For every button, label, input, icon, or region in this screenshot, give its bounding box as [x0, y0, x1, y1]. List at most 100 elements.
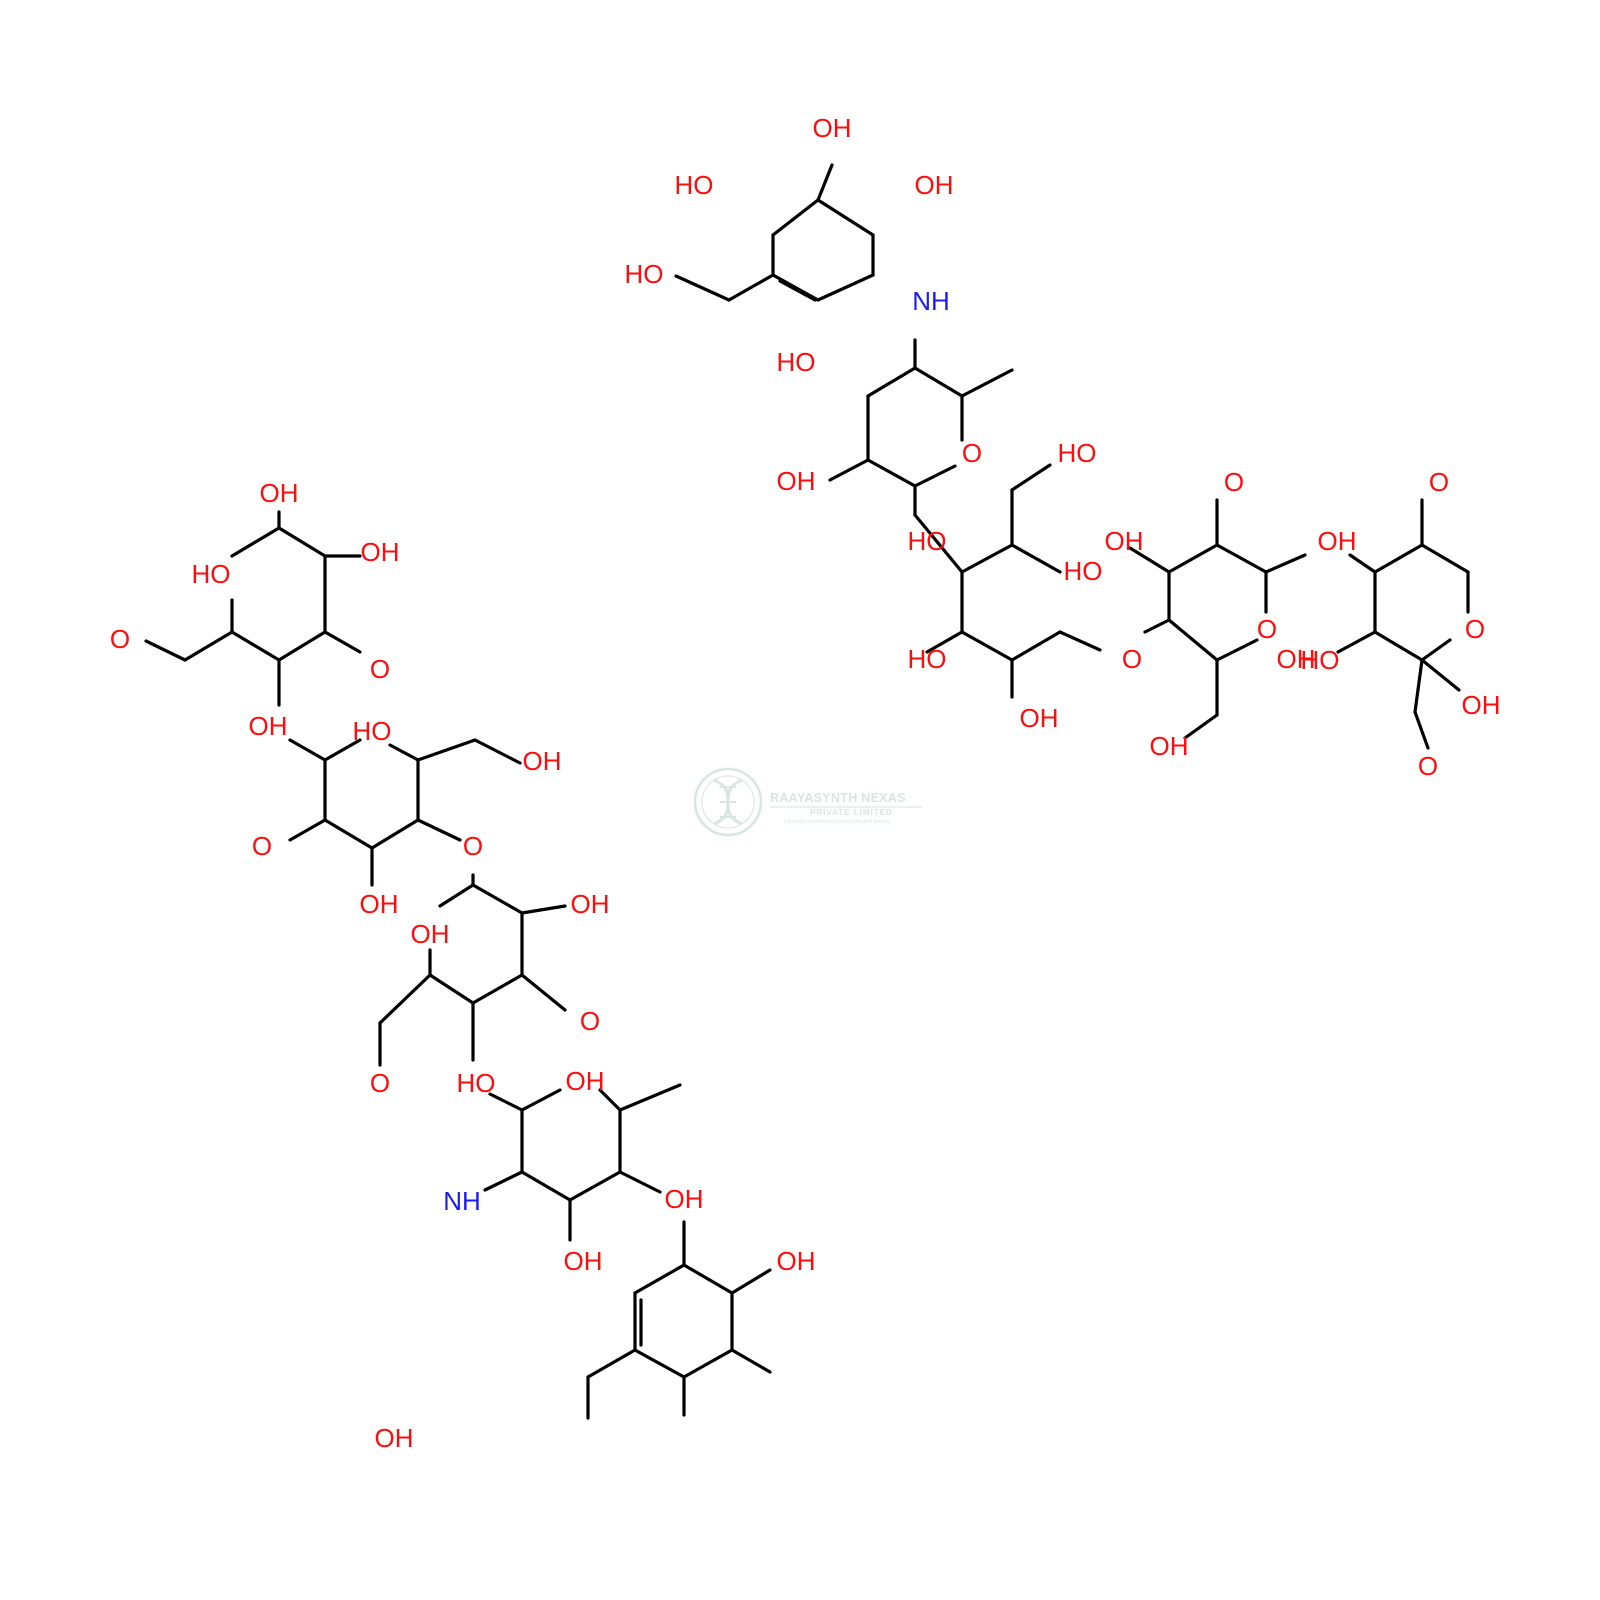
bond: [471, 883, 524, 915]
bond: [183, 630, 234, 662]
bond: [323, 818, 374, 850]
oxygen-label: HO: [908, 644, 947, 674]
oxygen-label: O: [110, 624, 130, 654]
bond: [618, 1083, 682, 1112]
amine-label: NH: [443, 1186, 481, 1216]
bond: [598, 1088, 622, 1112]
oxygen-label: OH: [1105, 526, 1144, 556]
bond: [960, 543, 1014, 574]
bond: [682, 1263, 734, 1295]
bond: [1420, 638, 1452, 662]
bond: [866, 366, 917, 398]
bond: [1420, 658, 1461, 692]
watermark: RAAYASYNTH NEXAS PRIVATE LIMITED Complet…: [693, 767, 922, 837]
bond: [1010, 463, 1052, 492]
bond: [471, 973, 524, 1005]
oxygen-label: O: [252, 831, 272, 861]
oxygen-label: OH: [564, 1246, 603, 1276]
oxygen-label: OH: [360, 889, 399, 919]
bond: [1215, 543, 1268, 574]
bond: [277, 526, 327, 558]
amine-label: NH: [912, 286, 950, 316]
bond: [1336, 630, 1377, 654]
bond: [913, 366, 964, 398]
oxygen-label: O: [1224, 467, 1244, 497]
bond: [816, 163, 834, 202]
bond: [1167, 618, 1219, 662]
bond: [1413, 710, 1430, 750]
oxygen-label: O: [1257, 614, 1277, 644]
oxygen-label: O: [1465, 614, 1485, 644]
oxygen-label: HO: [353, 716, 392, 746]
bond: [771, 198, 820, 237]
bond: [288, 818, 327, 842]
dna-helix-logo-icon: [693, 767, 763, 837]
bond: [633, 1263, 686, 1295]
oxygen-label: O: [1122, 644, 1142, 674]
bond: [428, 973, 475, 1005]
oxygen-label: HO: [192, 559, 231, 589]
oxygen-label: O: [463, 831, 483, 861]
bond: [1264, 553, 1307, 574]
bond: [323, 630, 362, 654]
bond: [674, 274, 731, 302]
bond: [633, 1348, 686, 1379]
bond: [913, 513, 964, 574]
oxygen-label: O: [370, 654, 390, 684]
bond: [488, 1092, 524, 1112]
bond: [730, 1268, 772, 1295]
bond: [682, 1348, 734, 1379]
bond: [520, 904, 567, 915]
bond: [277, 630, 327, 662]
bond: [416, 818, 462, 842]
bond: [378, 973, 432, 1025]
oxygen-label: OH: [915, 170, 954, 200]
bond: [520, 1170, 572, 1202]
bond: [416, 738, 477, 762]
oxygen-label: HO: [675, 170, 714, 200]
bond: [288, 738, 327, 762]
oxygen-label: HO: [908, 526, 947, 556]
oxygen-label: OH: [1277, 644, 1316, 674]
bond: [586, 1348, 637, 1379]
bond: [388, 743, 420, 762]
watermark-tagline: Complete solutions for every molecule's …: [784, 819, 891, 825]
watermark-company-name: RAAYASYNTH NEXAS: [770, 791, 906, 805]
bond: [913, 464, 957, 488]
bond: [727, 273, 775, 302]
oxygen-label: O: [370, 1068, 390, 1098]
oxygen-label: O: [1429, 467, 1449, 497]
watermark-company-sub: PRIVATE LIMITED: [810, 808, 893, 817]
bond: [730, 1348, 772, 1374]
oxygen-label: O: [1418, 751, 1438, 781]
double-bond: [778, 279, 817, 302]
bond: [1373, 630, 1424, 662]
bond: [438, 883, 475, 908]
bond: [1058, 630, 1102, 652]
bond: [1420, 543, 1470, 574]
bond: [520, 1088, 562, 1112]
bond: [1010, 543, 1062, 574]
oxygen-label: OH: [665, 1184, 704, 1214]
bond: [1128, 546, 1171, 574]
bond: [370, 818, 420, 850]
oxygen-label: O: [962, 438, 982, 468]
oxygen-label: OH: [260, 478, 299, 508]
bond: [473, 738, 522, 765]
oxygen-label: HO: [1058, 438, 1097, 468]
oxygen-label: OH: [523, 746, 562, 776]
bond: [816, 273, 875, 302]
bond: [828, 458, 870, 482]
bond: [960, 368, 1014, 398]
bond: [925, 630, 964, 654]
bond: [1215, 638, 1259, 662]
oxygen-label: OH: [249, 711, 288, 741]
oxygen-label: OH: [1462, 690, 1501, 720]
oxygen-label: O: [580, 1006, 600, 1036]
oxygen-label: OH: [411, 919, 450, 949]
bond: [1143, 618, 1171, 634]
oxygen-label: OH: [375, 1423, 414, 1453]
oxygen-label: OH: [1150, 731, 1189, 761]
